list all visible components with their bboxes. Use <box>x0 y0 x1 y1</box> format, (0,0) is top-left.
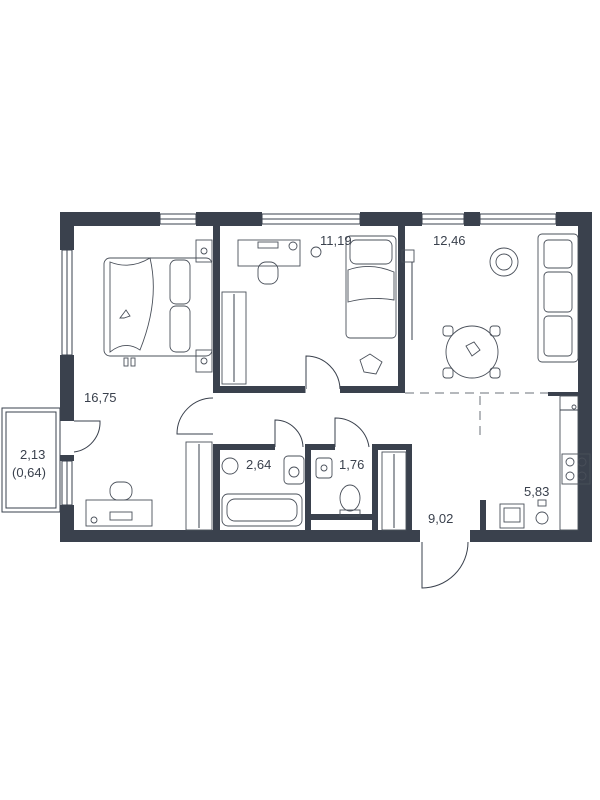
balcony <box>1 407 101 513</box>
area-label-living-room: 12,46 <box>433 233 466 248</box>
area-label-kitchen: 5,83 <box>524 484 549 499</box>
bedroom-small-furniture <box>221 235 415 385</box>
living-room-furniture <box>411 233 579 379</box>
area-label-bathroom: 2,64 <box>246 457 271 472</box>
area-label-toilet: 1,76 <box>339 457 364 472</box>
kitchen-furniture <box>499 395 591 531</box>
area-labels: 16,75 11,19 12,46 2,64 1,76 5,83 9,02 2,… <box>12 233 549 526</box>
bedroom-large-furniture <box>85 239 213 531</box>
windows <box>61 213 557 506</box>
doors <box>176 355 469 589</box>
bathroom-furniture <box>221 451 407 531</box>
area-label-hallway: 9,02 <box>428 511 453 526</box>
area-label-bedroom-small: 11,19 <box>320 233 352 248</box>
area-label-balcony-reduced: (0,64) <box>12 465 46 480</box>
walls <box>60 212 592 542</box>
area-label-bedroom-large: 16,75 <box>84 390 117 405</box>
zone-lines <box>405 392 548 440</box>
area-label-balcony: 2,13 <box>20 447 45 462</box>
